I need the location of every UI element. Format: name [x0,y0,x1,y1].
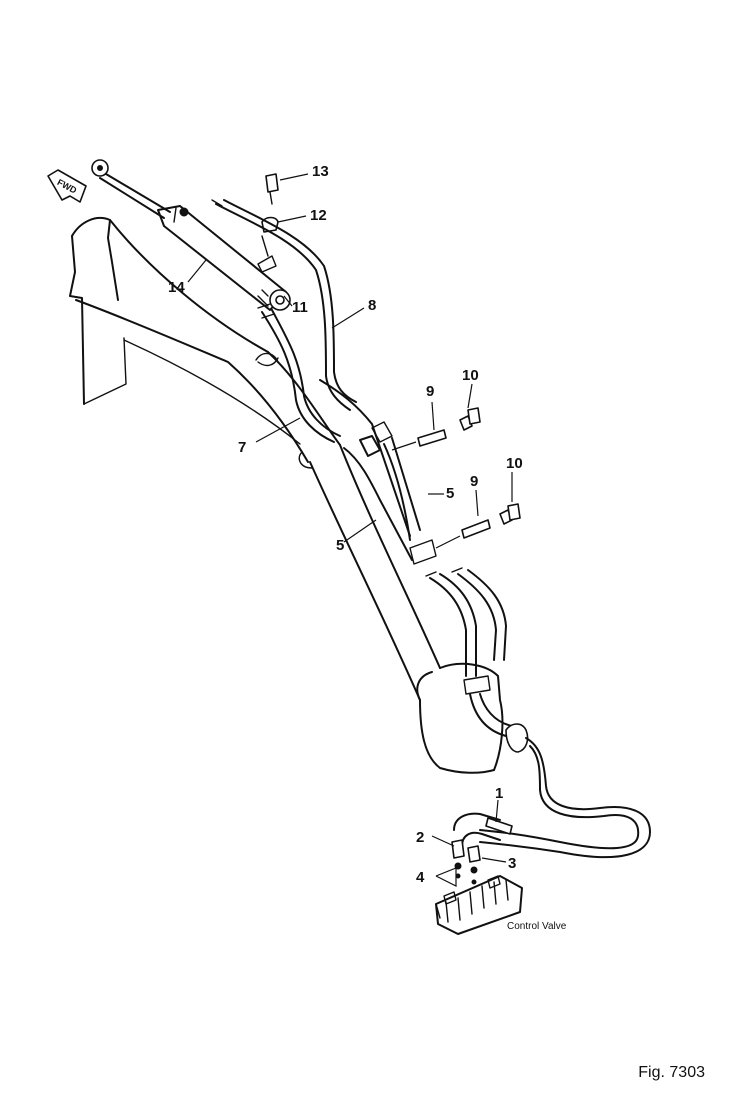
leader-lines [187,173,513,887]
callout-10-upper: 10 [462,367,479,384]
bolt-10-upper [459,407,481,431]
callout-12: 12 [310,207,327,224]
callout-5-upper: 5 [446,485,454,502]
callout-7: 7 [238,439,246,456]
fwd-arrow-icon: FWD [47,169,87,203]
pipe-8 [211,199,357,411]
callout-11: 11 [292,299,308,316]
pin-9-upper [391,429,447,451]
pipe-5 [319,379,421,561]
callout-1: 1 [495,785,503,802]
cylinder [91,159,291,311]
pin-9-lower [435,519,491,549]
control-valve [435,875,523,935]
hose-7 [257,303,341,443]
callout-9-upper: 9 [426,383,434,400]
boom-structure [69,217,504,774]
callout-3: 3 [508,855,516,872]
callout-4: 4 [416,869,425,886]
callout-8: 8 [368,297,376,314]
callout-10-lower: 10 [506,455,523,472]
callout-9-lower: 9 [470,473,478,490]
callout-2: 2 [416,829,424,846]
callout-14: 14 [168,279,185,296]
callout-numbers: 13 12 14 11 8 7 9 10 5 9 10 5 1 2 3 4 [168,163,523,886]
fittings [451,812,513,885]
callout-13: 13 [312,163,329,180]
lower-hoses [409,539,651,859]
figure-label: Fig. 7303 [638,1064,705,1081]
callout-5-lower: 5 [336,537,344,554]
bolt-10-lower [499,503,521,525]
control-valve-label: Control Valve [507,921,567,932]
